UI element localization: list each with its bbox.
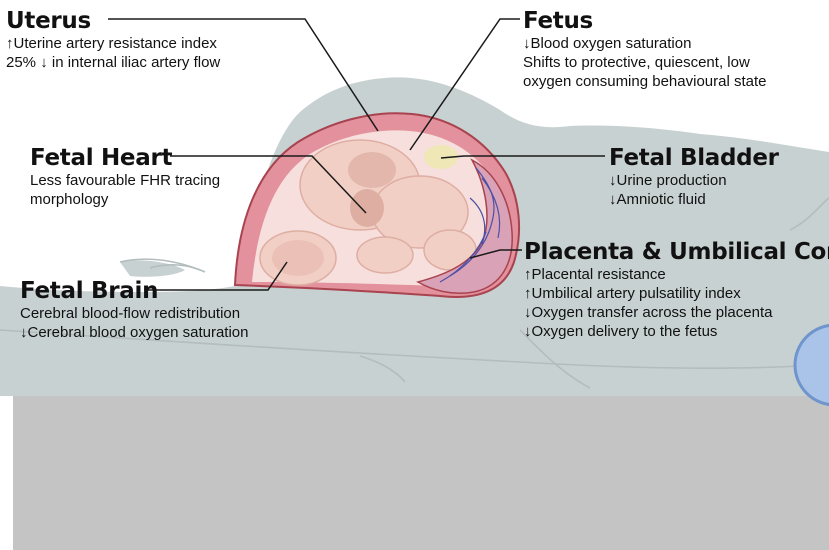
fetus-title: Fetus	[523, 8, 767, 34]
placenta-cord-line-4: ↓Oxygen delivery to the fetus	[524, 322, 829, 341]
fetal-heart-title: Fetal Heart	[30, 145, 220, 171]
fetus-label: Fetus ↓Blood oxygen saturation Shifts to…	[523, 8, 767, 91]
fetal-brain-line-2: ↓Cerebral blood oxygen saturation	[20, 323, 248, 342]
fetus-line-3: oxygen consuming behavioural state	[523, 72, 767, 91]
fetus-line-2: Shifts to protective, quiescent, low	[523, 53, 767, 72]
fetal-heart-line-2: morphology	[30, 190, 220, 209]
fetal-heart-shape	[350, 189, 384, 227]
uterus-illustration	[235, 113, 519, 297]
fetus-line-1: ↓Blood oxygen saturation	[523, 34, 767, 53]
floor	[13, 396, 829, 550]
fetal-heart-label: Fetal Heart Less favourable FHR tracing …	[30, 145, 220, 209]
fetal-bladder-title: Fetal Bladder	[609, 145, 779, 171]
placenta-cord-label: Placenta & Umbilical Cord ↑Placental res…	[524, 239, 829, 341]
fetal-organ-shape	[348, 152, 396, 188]
fetal-heart-line-1: Less favourable FHR tracing	[30, 171, 220, 190]
fetal-brain-shape	[272, 240, 324, 276]
placenta-cord-line-2: ↑Umbilical artery pulsatility index	[524, 284, 829, 303]
fetal-bladder-line-1: ↓Urine production	[609, 171, 779, 190]
placenta-cord-line-3: ↓Oxygen transfer across the placenta	[524, 303, 829, 322]
fetal-bladder-line-2: ↓Amniotic fluid	[609, 190, 779, 209]
uterus-line-1: ↑Uterine artery resistance index	[6, 34, 220, 53]
uterus-title: Uterus	[6, 8, 220, 34]
uterus-label: Uterus ↑Uterine artery resistance index …	[6, 8, 220, 72]
placenta-cord-title: Placenta & Umbilical Cord	[524, 239, 829, 265]
uterus-line-2: 25% ↓ in internal iliac artery flow	[6, 53, 220, 72]
fetal-brain-line-1: Cerebral blood-flow redistribution	[20, 304, 248, 323]
fetal-brain-title: Fetal Brain	[20, 278, 248, 304]
placenta-cord-line-1: ↑Placental resistance	[524, 265, 829, 284]
fetal-bladder-label: Fetal Bladder ↓Urine production ↓Amnioti…	[609, 145, 779, 209]
fetal-brain-label: Fetal Brain Cerebral blood-flow redistri…	[20, 278, 248, 342]
